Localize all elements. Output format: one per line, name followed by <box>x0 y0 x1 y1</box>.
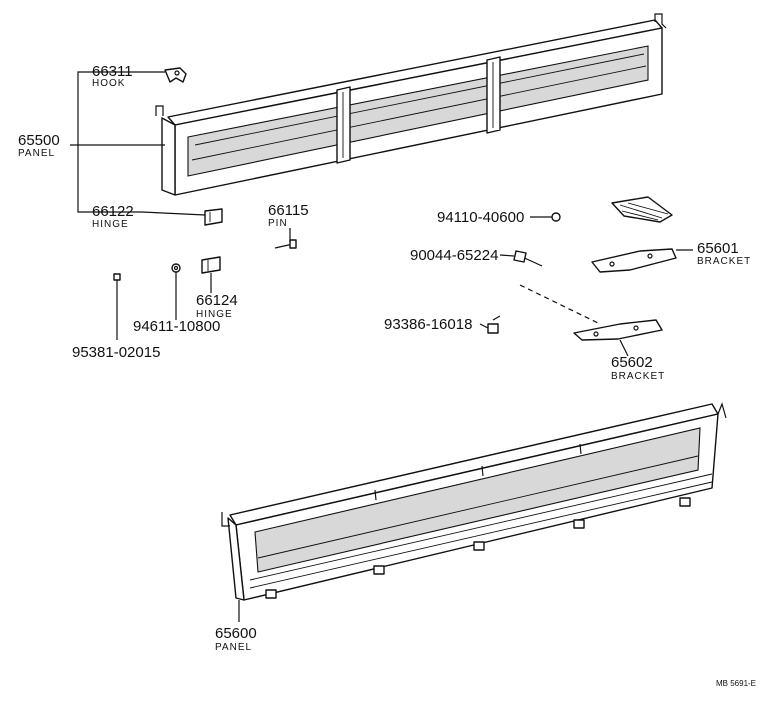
slotted-plate <box>611 196 673 223</box>
hook-part <box>164 67 187 83</box>
bracket-a-number: 65601 <box>697 240 739 257</box>
screw-part <box>487 315 501 334</box>
hinge-a-name: HINGE <box>92 219 129 230</box>
pin-number: 66115 <box>268 202 309 219</box>
pin-part <box>274 239 297 249</box>
bolt-a-number: 95381-02015 <box>72 344 160 361</box>
alignment-dashed-line <box>519 284 599 324</box>
nut-part-b <box>551 212 561 222</box>
bracket-b-number: 65602 <box>611 354 653 371</box>
lower-panel-number: 65600 <box>215 625 257 642</box>
upper-panel-name: PANEL <box>18 148 55 159</box>
hook-name: HOOK <box>92 78 125 89</box>
lower-panel-name: PANEL <box>215 642 252 653</box>
hinge-part-a <box>204 208 223 226</box>
screw-number: 93386-16018 <box>384 316 472 333</box>
bolt-part-a <box>113 273 121 298</box>
bolt-b-number: 90044-65224 <box>410 247 498 264</box>
bracket-a-name: BRACKET <box>697 256 751 267</box>
bracket-part-a <box>591 248 677 273</box>
leader-lines <box>70 71 693 622</box>
bracket-b-name: BRACKET <box>611 371 665 382</box>
upper-panel <box>155 13 667 196</box>
hinge-b-number: 66124 <box>196 292 238 309</box>
hook-number: 66311 <box>92 63 133 80</box>
pin-name: PIN <box>268 218 288 229</box>
nut-part-a <box>171 263 181 273</box>
bracket-part-b <box>573 319 663 341</box>
hinge-a-number: 66122 <box>92 203 134 220</box>
lower-panel <box>221 402 727 601</box>
nut-a-number: 94611-10800 <box>133 318 220 335</box>
hinge-part-b <box>201 256 221 274</box>
hinge-b-name: HINGE <box>196 309 233 320</box>
drawing-code: MB 5691-E <box>716 679 756 688</box>
upper-panel-number: 65500 <box>18 132 60 149</box>
nut-b-number: 94110-40600 <box>437 209 524 226</box>
bolt-part-b <box>513 250 543 267</box>
